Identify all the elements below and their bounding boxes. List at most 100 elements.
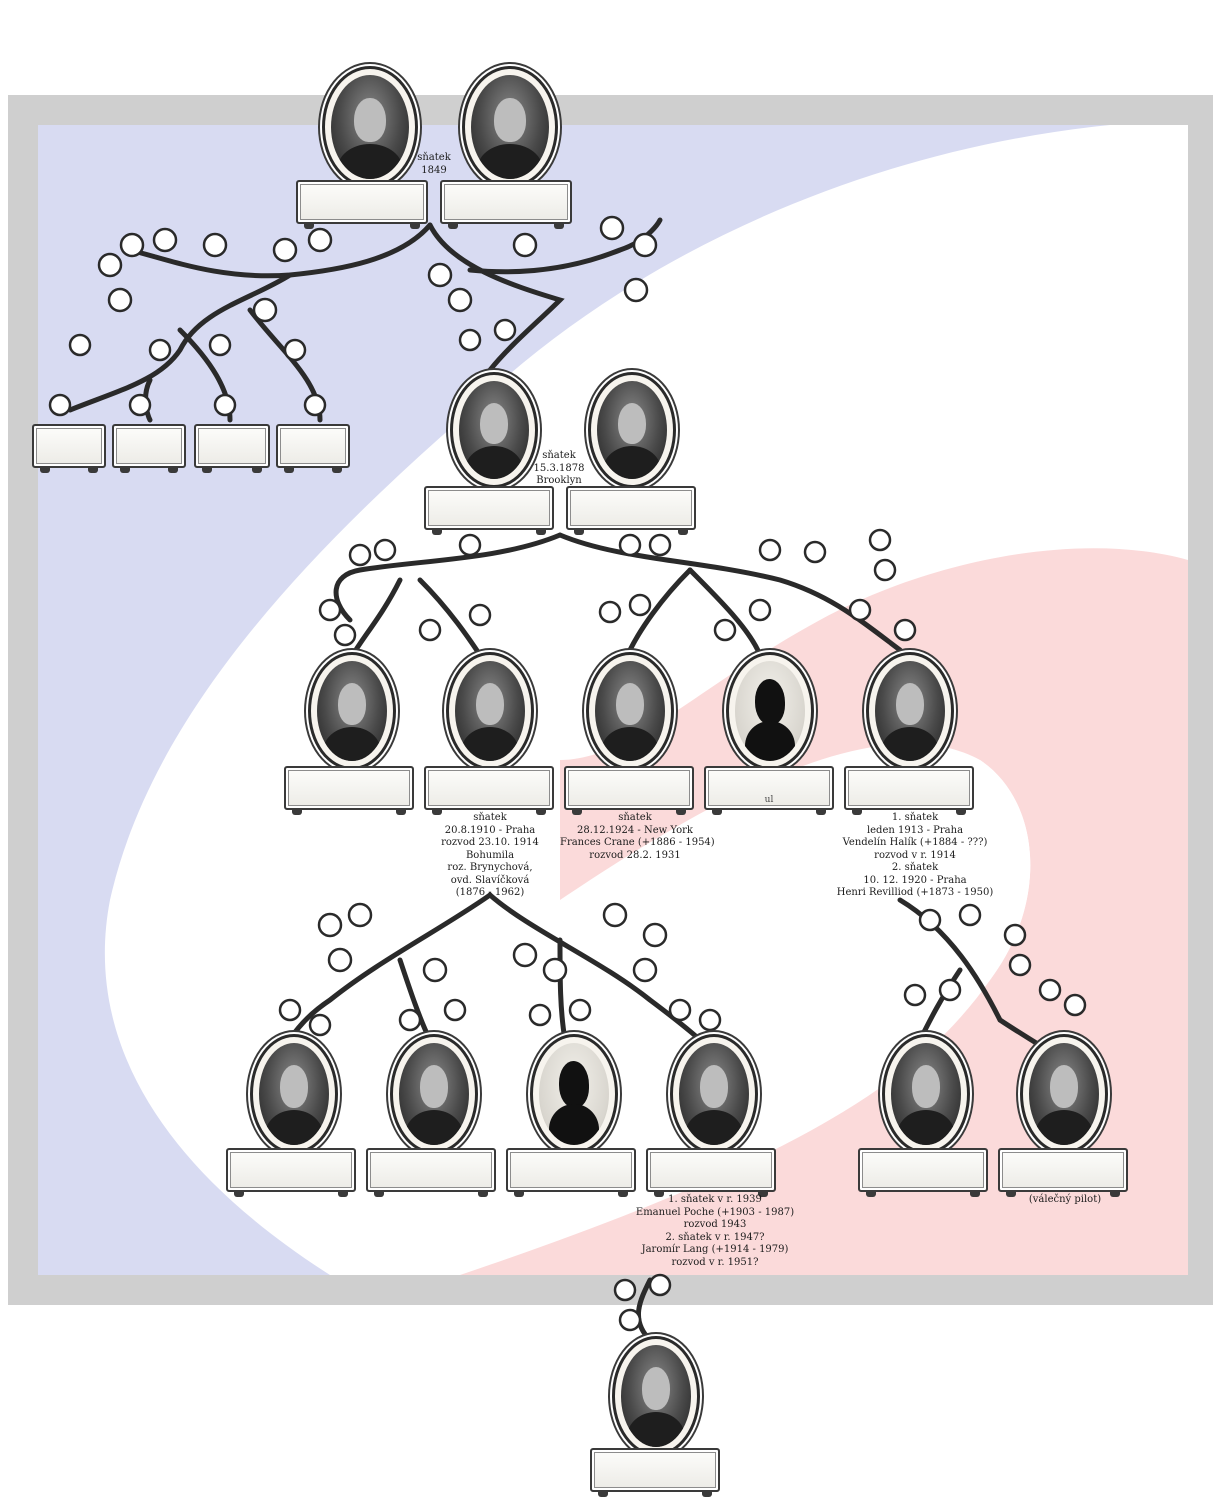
nameplate-text: ul xyxy=(764,795,774,805)
nameplate-g3-child-3 xyxy=(564,766,694,815)
note-line: sňatek xyxy=(417,152,451,163)
portrait-g5 xyxy=(612,1336,700,1456)
shoulders xyxy=(464,445,524,479)
note-line: rozvod 23.10. 1914 xyxy=(441,837,539,848)
face xyxy=(618,402,646,444)
face xyxy=(616,683,644,725)
shoulders xyxy=(602,445,662,479)
photo-g2-wife xyxy=(597,381,667,479)
note-line: rozvod v r. 1914 xyxy=(874,849,956,861)
photo-g4-son-1 xyxy=(891,1043,961,1145)
photo-g3-child-4 xyxy=(735,661,805,761)
portrait-g3-child-4-silhouette xyxy=(726,652,814,770)
note-line: sňatek xyxy=(542,450,576,461)
marriage-note-g1: sňatek 1849 xyxy=(404,152,464,177)
nameplate-g4-son-1 xyxy=(858,1148,988,1197)
note-line: 15.3.1878 xyxy=(533,462,585,474)
portrait-g2-husband xyxy=(450,372,538,488)
portrait-g4-child-2 xyxy=(390,1034,478,1154)
face xyxy=(280,1065,308,1109)
nameplate-g1-wife xyxy=(440,180,572,229)
marriage-note-g3-b: sňatek 28.12.1924 - New York Frances Cra… xyxy=(560,812,715,862)
shoulders xyxy=(1034,1110,1094,1145)
photo-g2-husband xyxy=(459,381,529,479)
portrait-g1-husband xyxy=(322,66,418,188)
note-line: leden 1913 - Praha xyxy=(866,824,964,836)
shoulders xyxy=(460,727,520,761)
shoulders xyxy=(322,727,382,761)
silhouette-head xyxy=(558,1061,590,1109)
note-line: Frances Crane (+1886 - 1954) xyxy=(560,837,715,848)
shoulders xyxy=(880,727,940,761)
nameplate-g1-husband xyxy=(296,180,428,229)
photo-g3-child-5 xyxy=(875,661,945,761)
portrait-g3-child-3 xyxy=(586,652,674,770)
nameplate-g2-sibling-3 xyxy=(194,424,270,473)
note-line: 2. sňatek xyxy=(891,862,939,873)
note-line: ovd. Slavíčková xyxy=(450,874,530,886)
nameplate-g3-child-1 xyxy=(284,766,414,815)
photo-g1-wife xyxy=(471,75,549,179)
note-line: Emanuel Poche (+1903 - 1987) xyxy=(635,1206,795,1218)
face xyxy=(912,1065,940,1109)
silhouette-body xyxy=(744,721,796,761)
face xyxy=(354,97,386,142)
shoulders xyxy=(896,1110,956,1145)
portrait-g3-child-1 xyxy=(308,652,396,770)
note-line: 1. sňatek v r. 1939 xyxy=(668,1194,762,1205)
face xyxy=(480,402,508,444)
photo-g4-child-1 xyxy=(259,1043,329,1145)
nameplate-g3-child-4: ul xyxy=(704,766,834,815)
note-line: Bohumila xyxy=(465,849,515,861)
nameplate-g4-child-2 xyxy=(366,1148,496,1197)
note-line: 2. sňatek v r. 1947? xyxy=(665,1231,765,1243)
shoulders xyxy=(477,143,543,179)
photo-g1-husband xyxy=(331,75,409,179)
face xyxy=(476,683,504,725)
face xyxy=(700,1065,728,1109)
portrait-g1-wife xyxy=(462,66,558,188)
photo-g4-son-2 xyxy=(1029,1043,1099,1145)
nameplate-g3-child-2 xyxy=(424,766,554,815)
note-line: roz. Brynychová, xyxy=(447,862,533,873)
portrait-g3-child-5 xyxy=(866,652,954,770)
nameplate-g2-sibling-1 xyxy=(32,424,106,473)
portrait-g3-child-2 xyxy=(446,652,534,770)
photo-g5 xyxy=(621,1345,691,1447)
shoulders xyxy=(684,1110,744,1145)
note-line: 10. 12. 1920 - Praha xyxy=(863,874,967,886)
note-line: rozvod 28.2. 1931 xyxy=(589,849,681,861)
note-line: Vendelín Halík (+1884 - ???) xyxy=(842,837,988,848)
portrait-g4-child-4 xyxy=(670,1034,758,1154)
marriage-note-g2: sňatek 15.3.1878 Brooklyn xyxy=(524,450,594,488)
nameplate-g2-sibling-4 xyxy=(276,424,350,473)
face xyxy=(420,1065,448,1109)
shoulders xyxy=(264,1110,324,1145)
photo-g4-child-2 xyxy=(399,1043,469,1145)
marriage-note-g3-a: sňatek 20.8.1910 - Praha rozvod 23.10. 1… xyxy=(420,812,560,900)
nameplate-g2-husband xyxy=(424,486,554,535)
face xyxy=(896,683,924,725)
shoulders xyxy=(626,1412,686,1447)
photo-g4-child-4 xyxy=(679,1043,749,1145)
nameplate-g4-child-3 xyxy=(506,1148,636,1197)
note-line: 1. sňatek xyxy=(891,812,939,823)
portrait-g4-child-1 xyxy=(250,1034,338,1154)
nameplate-g4-son-2 xyxy=(998,1148,1128,1197)
note-line: 28.12.1924 - New York xyxy=(577,824,693,836)
nameplate-g2-wife xyxy=(566,486,696,535)
nameplate-g4-child-4 xyxy=(646,1148,776,1197)
silhouette-head xyxy=(754,679,786,725)
shoulders xyxy=(337,143,403,179)
shoulders xyxy=(404,1110,464,1145)
nameplate-g3-child-5 xyxy=(844,766,974,815)
note-line: (1876 - 1962) xyxy=(455,887,525,898)
nameplate-g5 xyxy=(590,1448,720,1497)
marriage-note-g3-c: 1. sňatek leden 1913 - Praha Vendelín Ha… xyxy=(830,812,1000,900)
portrait-g4-son-1 xyxy=(882,1034,970,1154)
photo-g3-child-2 xyxy=(455,661,525,761)
portrait-g4-child-3-silhouette xyxy=(530,1034,618,1154)
shoulders xyxy=(600,727,660,761)
nameplate-g4-child-1 xyxy=(226,1148,356,1197)
